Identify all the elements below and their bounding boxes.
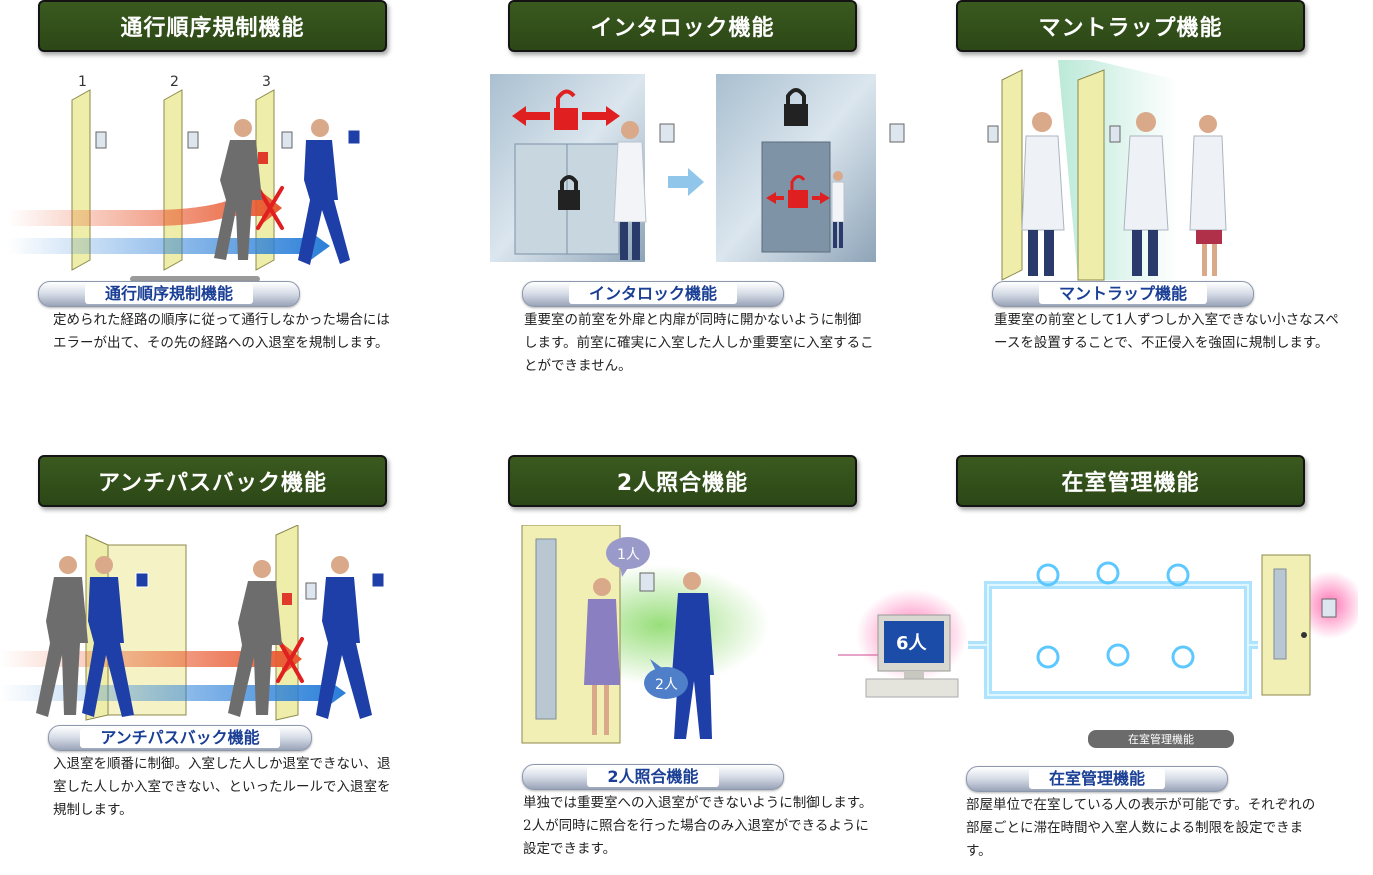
panel-title: 在室管理機能: [956, 455, 1305, 507]
small-caption: 在室管理機能: [1088, 730, 1234, 748]
blue-path-arrow: [8, 230, 330, 262]
card-reader-icon: [281, 131, 293, 149]
feature-label-text: 2人照合機能: [587, 767, 719, 787]
error-x-icon: [276, 637, 304, 683]
person-white-coat-woman: [1189, 115, 1227, 276]
mantrap-illustration: [987, 60, 1227, 281]
panel-occupancy-management: 在室管理機能 6人 在室管理機能 在室管理機能 部屋単位で在室してい: [838, 455, 1358, 875]
door-icon: [1261, 554, 1311, 696]
card-reader-icon: [305, 582, 317, 600]
feature-label-pill: 2人照合機能: [522, 764, 784, 790]
panel-interlock: インタロック機能: [470, 0, 910, 420]
person-silhouettes: [1036, 561, 1195, 669]
person-white-coat: [613, 121, 647, 260]
man-person: [672, 572, 714, 739]
feature-description: 定められた経路の順序に従って通行しなかった場合にはエラーが出て、その先の経路への…: [53, 312, 390, 351]
person-white-coat: [1021, 112, 1065, 276]
person-white-coat-small: [831, 171, 845, 248]
feature-label-pill: 在室管理機能: [966, 766, 1228, 792]
anti-passback-illustration: [0, 525, 385, 721]
door-right: [1077, 69, 1105, 281]
door-number-1: 1: [78, 74, 87, 90]
feature-description: 重要室の前室として1人ずつしか入室できない小さなスペースを設置することで、不正侵…: [994, 312, 1339, 351]
open-lock-icon: [554, 89, 578, 130]
red-path-arrow: [8, 192, 282, 226]
blue-person: [316, 556, 385, 719]
transition-arrow: [668, 168, 704, 196]
blue-person: [82, 556, 149, 717]
feature-label-pill: インタロック機能: [522, 281, 784, 307]
closed-lock-icon: [784, 88, 808, 126]
person-white-coat: [1123, 112, 1169, 276]
hidden-caption-strip: [130, 276, 260, 282]
card-reader-icon: [639, 572, 655, 592]
feature-label-text: マントラップ機能: [1038, 284, 1207, 304]
panel-title: アンチパスバック機能: [38, 455, 387, 507]
monitor-count: 6人: [896, 633, 928, 654]
door-left: [1001, 69, 1023, 281]
closed-lock-icon: [558, 175, 580, 210]
occupancy-illustration: 6人: [838, 554, 1358, 699]
feature-description: 単独では重要室への入退室ができないように制御します。2人が同時に照合を行った場合…: [523, 795, 873, 857]
feature-label-pill: マントラップ機能: [992, 281, 1254, 307]
card-reader-icon: [1109, 125, 1121, 143]
gray-person: [228, 560, 292, 717]
red-double-arrow: [512, 106, 620, 126]
feature-label-text: インタロック機能: [568, 284, 737, 304]
open-lock-icon: [788, 175, 808, 208]
feature-description: 部屋単位で在室している人の表示が可能です。それぞれの部屋ごとに滞在時間や入室人数…: [966, 797, 1316, 859]
panel-title: マントラップ機能: [956, 0, 1305, 52]
two-person-illustration: 1人 2人: [521, 525, 770, 744]
monitor-icon: 6人: [865, 614, 959, 698]
card-reader-icon: [95, 131, 107, 149]
panel-anti-passback: アンチパスバック機能: [0, 455, 440, 875]
panel-title: 通行順序規制機能: [38, 0, 387, 52]
panel-two-person-verification: 2人照合機能 1人 2人 2人照合機能 単独では重要室への入: [470, 455, 910, 875]
card-reader-icon: [1321, 598, 1337, 618]
feature-label-text: 通行順序規制機能: [84, 284, 253, 304]
panel-sequence-control: 通行順序規制機能 1 2 3: [0, 0, 440, 420]
feature-label-text: 在室管理機能: [1028, 769, 1165, 789]
feature-label-text: アンチパスバック機能: [80, 728, 280, 748]
card-reader-icon: [659, 123, 675, 143]
panel-title: インタロック機能: [508, 0, 857, 52]
room-outline-glow: [968, 581, 1258, 699]
door-window: [535, 538, 557, 720]
woman-person: [584, 578, 620, 735]
card-reader-icon: [187, 131, 199, 149]
panel-mantrap: マントラップ機能 マントラップ機能 重要室の前室として1人ずつしか入室できない小: [918, 0, 1358, 420]
sequence-illustration: 1 2 3: [8, 74, 361, 282]
blue-person: [298, 119, 361, 265]
speech-bubble-1: 1人: [606, 537, 650, 577]
interlock-illustration: [490, 74, 905, 262]
card-reader-icon: [889, 123, 905, 143]
room-outline: [968, 584, 1258, 696]
gray-person: [214, 119, 268, 260]
panel-title: 2人照合機能: [508, 455, 857, 507]
door-number-2: 2: [170, 74, 179, 90]
feature-label-pill: 通行順序規制機能: [38, 281, 300, 307]
bubble-2-text: 2人: [655, 677, 678, 693]
speech-bubble-2: 2人: [644, 659, 688, 699]
bubble-1-text: 1人: [617, 547, 640, 563]
door-number-3: 3: [262, 74, 271, 90]
feature-label-pill: アンチパスバック機能: [48, 725, 312, 751]
error-x-icon: [256, 186, 284, 230]
feature-description: 入退室を順番に制御。入室した人しか退室できない、退室した人しか入室できない、とい…: [53, 756, 391, 818]
feature-description: 重要室の前室を外扉と内扉が同時に開かないように制御します。前室に確実に入室した人…: [524, 312, 874, 374]
card-reader-icon: [987, 125, 999, 143]
red-double-arrow: [766, 192, 830, 204]
gray-person: [36, 556, 88, 717]
